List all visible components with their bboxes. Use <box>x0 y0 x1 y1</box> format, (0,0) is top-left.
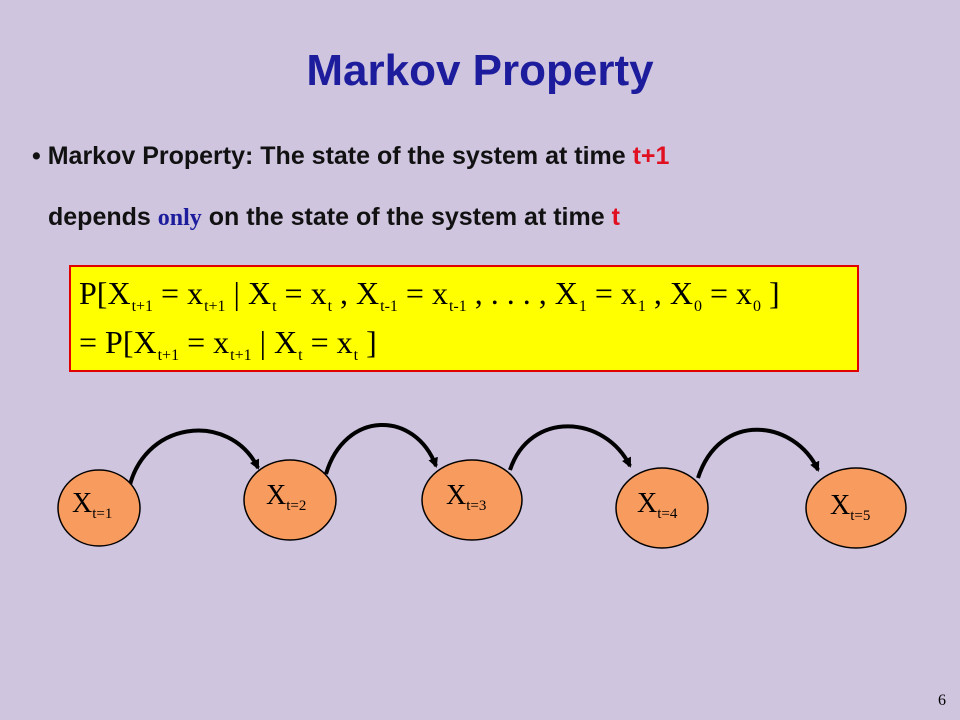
f1-sub2: t+1 <box>204 298 226 315</box>
f1-a1: = x <box>153 275 204 311</box>
transition-arrow-3-4 <box>508 424 632 471</box>
f1-open: P[X <box>79 275 131 311</box>
node-1-sub: t=1 <box>92 506 113 522</box>
formula-line-1: P[Xt+1 = xt+1 | Xt = xt , Xt-1 = xt-1 , … <box>79 275 780 316</box>
node-4-base: X <box>637 488 658 519</box>
f2-sub4: t <box>353 347 359 364</box>
bullet-line-1: • Markov Property: The state of the syst… <box>32 142 669 171</box>
f1-a7: = x <box>586 275 637 311</box>
f1-a4: , X <box>332 275 380 311</box>
node-5-sub: t=5 <box>850 508 871 524</box>
f1-close: ] <box>761 275 780 311</box>
state-node-3 <box>421 459 523 541</box>
f2-sub2: t+1 <box>230 347 252 364</box>
f1-sub6: t-1 <box>448 298 467 315</box>
node-label-5: Xt=5 <box>830 490 870 525</box>
node-5-base: X <box>830 490 851 521</box>
node-4-sub: t=4 <box>657 506 678 522</box>
bullet-marker: • <box>32 142 41 170</box>
f1-sub7: 1 <box>578 298 587 315</box>
f1-sub3: t <box>272 298 277 315</box>
node-3-sub: t=3 <box>466 498 487 514</box>
f1-sub5: t-1 <box>380 298 398 315</box>
f2-open: = P[X <box>79 324 157 360</box>
state-node-5 <box>805 467 907 549</box>
node-3-base: X <box>446 480 467 511</box>
state-node-2 <box>243 459 337 541</box>
markov-formula-box: P[Xt+1 = xt+1 | Xt = xt , Xt-1 = xt-1 , … <box>69 265 859 372</box>
node-label-1: Xt=1 <box>72 488 112 523</box>
bullet-line-2: depends only on the state of the system … <box>48 203 620 232</box>
node-label-2: Xt=2 <box>266 480 306 515</box>
formula-line-2: = P[Xt+1 = xt+1 | Xt = xt ] <box>79 324 377 365</box>
f2-a3: = x <box>302 324 353 360</box>
f1-a9: = x <box>702 275 753 311</box>
bullet-text-2a: depends <box>48 203 158 231</box>
time-t-plus-1: t+1 <box>632 142 670 170</box>
page-number: 6 <box>938 692 946 709</box>
node-2-base: X <box>266 480 287 511</box>
transition-arrow-1-2 <box>126 428 260 495</box>
f2-sub1: t+1 <box>157 347 180 364</box>
f1-sub9: 0 <box>694 298 702 315</box>
state-node-4 <box>615 467 709 549</box>
f1-a2: | X <box>225 275 272 311</box>
f1-sub4: t <box>327 298 333 315</box>
only-word: only <box>157 205 202 231</box>
f2-a2: | X <box>251 324 298 360</box>
f1-sub10: 0 <box>753 298 762 315</box>
transition-arrow-2-3 <box>324 423 438 475</box>
state-node-1 <box>57 469 141 547</box>
f1-a5: = x <box>397 275 448 311</box>
node-1-base: X <box>72 488 93 519</box>
bullet-text-2b: on the state of the system at time <box>201 203 612 231</box>
f1-a8: , X <box>645 275 693 311</box>
node-label-3: Xt=3 <box>446 480 486 515</box>
f2-a1: = x <box>179 324 230 360</box>
slide-title: Markov Property <box>306 46 654 95</box>
f1-sub8: 1 <box>637 298 646 315</box>
transition-arrow-4-5 <box>696 427 820 479</box>
f1-a6: , . . . , X <box>466 275 578 311</box>
f1-sub1: t+1 <box>131 298 154 315</box>
node-label-4: Xt=4 <box>637 488 677 523</box>
node-2-sub: t=2 <box>286 498 307 514</box>
f2-sub3: t <box>298 347 303 364</box>
bullet-text-1: Markov Property: The state of the system… <box>47 142 633 170</box>
f1-a3: = x <box>276 275 327 311</box>
time-t: t <box>611 203 620 231</box>
f2-close: ] <box>358 324 377 360</box>
